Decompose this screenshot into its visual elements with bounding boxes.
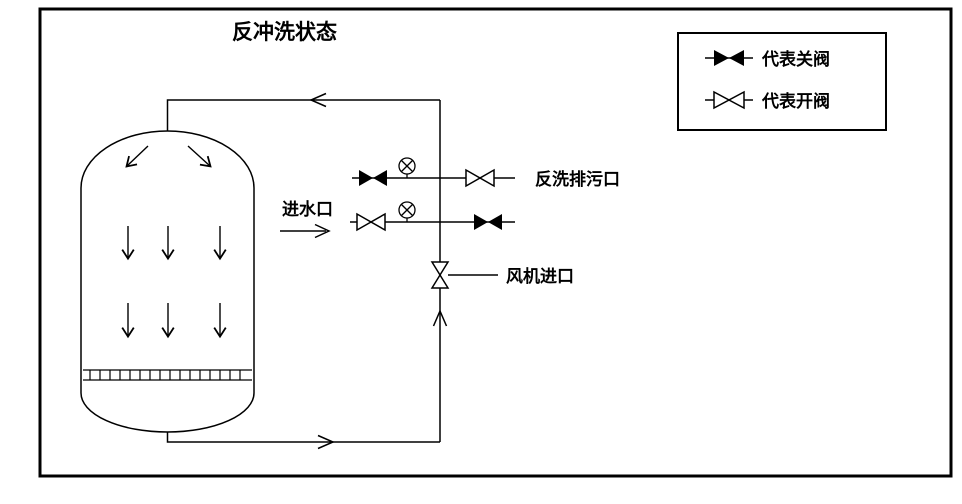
legend-box: 代表关阀 代表开阀 bbox=[677, 32, 887, 131]
legend-border bbox=[677, 32, 887, 131]
water-inlet-label: 进水口 bbox=[282, 199, 333, 219]
top-return-pipe bbox=[166, 99, 440, 131]
lower-gauge-icon bbox=[398, 201, 416, 222]
vertical-pipe-flow-arrow bbox=[432, 309, 448, 327]
outer-border bbox=[38, 7, 953, 478]
bottom-pipe bbox=[166, 432, 440, 443]
open-valve-icon bbox=[705, 90, 753, 110]
lower-branch-open-valve bbox=[356, 212, 386, 232]
fan-inlet-label: 风机进口 bbox=[506, 266, 574, 286]
top-pipe-flow-arrow bbox=[309, 92, 327, 108]
bottom-pipe-flow-arrow bbox=[317, 434, 335, 450]
upper-gauge-icon bbox=[398, 157, 416, 178]
lower-branch-closed-valve bbox=[474, 214, 502, 230]
flow-arrows bbox=[309, 92, 448, 450]
tank-shell bbox=[80, 130, 255, 433]
water-inlet-arrow bbox=[280, 223, 331, 239]
upper-branch-closed-valve bbox=[359, 170, 387, 186]
legend-open-valve-label: 代表开阀 bbox=[761, 91, 830, 111]
distributor-plate bbox=[83, 369, 252, 381]
backwash-drain-label: 反洗排污口 bbox=[535, 169, 620, 189]
filter-tank bbox=[80, 130, 255, 433]
upper-branch-open-valve bbox=[465, 168, 495, 188]
legend-closed-valve-label: 代表关阀 bbox=[761, 49, 830, 69]
closed-valve-icon bbox=[705, 50, 753, 66]
diagram-title: 反冲洗状态 bbox=[232, 20, 337, 44]
tank-internal-flow-arrows bbox=[121, 145, 227, 339]
fan-inlet-valve bbox=[430, 261, 450, 289]
